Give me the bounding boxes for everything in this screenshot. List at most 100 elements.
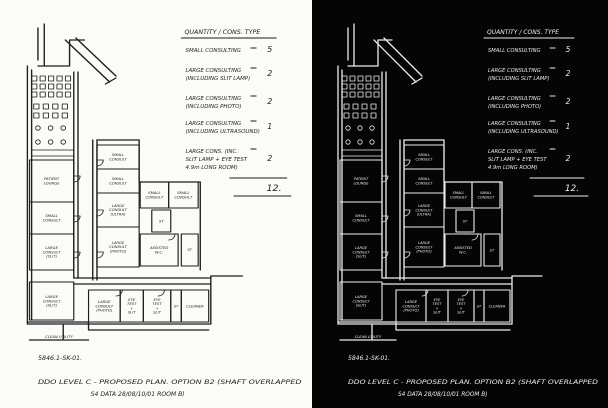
room-label: LARGE	[45, 295, 58, 299]
room-label: CONSULT	[43, 218, 62, 222]
room-label: SMALL	[453, 191, 465, 195]
room-label: TEST	[457, 302, 467, 306]
room-label: W.C.	[459, 250, 467, 254]
room-label: CONSULT	[450, 195, 468, 199]
schedule-total: 12.	[565, 184, 579, 194]
room-label: SLIT	[128, 311, 137, 315]
room-label: LARGE	[418, 204, 431, 208]
floor-plan-sketch-inverted: PATIENTLOUNGESMALLCONSULTLARGECONSULT(SL…	[337, 23, 599, 398]
room-label: CONSULT	[353, 250, 371, 254]
schedule-quantity: 2	[267, 97, 272, 106]
room-label: LOUNGE	[44, 181, 61, 185]
room-label: SMALL	[418, 177, 430, 181]
schedule-quantity: 2	[566, 69, 571, 78]
door-swings	[73, 159, 176, 297]
room-label: CONSULT	[43, 299, 62, 303]
schedule-quantity: 2	[267, 154, 272, 163]
room-label-clean-utility: CLEAN UTILITY	[355, 335, 382, 339]
schedule-header: QUANTITY / CONS. TYPE	[184, 29, 260, 36]
floor-plan-sketch-original: PATIENTLOUNGESMALLCONSULTLARGECONSULT(SL…	[26, 23, 302, 398]
room-label: +	[130, 306, 133, 310]
room-label: (PHOTO)	[110, 250, 127, 254]
door-swings	[381, 159, 479, 297]
schedule-room-type: SLIT LAMP + EYE TEST	[488, 157, 547, 163]
drawing-subtitle: S4 DATA 28/08/10/01 ROOM B)	[398, 392, 487, 398]
drawing-caption: 5846.1-SK-01.DDO LEVEL C - PROPOSED PLAN…	[38, 355, 302, 398]
schedule-quantity: 1	[566, 122, 571, 131]
schedule-header: QUANTITY / CONS. TYPE	[487, 29, 559, 36]
room-label: ST	[477, 304, 482, 308]
room-label: PATIENT	[44, 177, 60, 181]
room-store-3: ST	[473, 289, 485, 323]
schedule-total: 12.	[267, 183, 282, 194]
room-label: LARGE	[45, 246, 58, 250]
schedule-row: LARGE CONSULTING (INCLUDING ULTRASOUND) 1	[488, 120, 571, 135]
room-label: CONSULT	[175, 195, 194, 199]
room-label: LARGE	[355, 295, 368, 299]
room-label: CONSULT	[416, 245, 434, 249]
drawing-title: DDO LEVEL C - PROPOSED PLAN. OPTION B2 (…	[348, 380, 599, 386]
room-label: ST	[187, 248, 192, 252]
room-label: (SLIT)	[356, 255, 367, 259]
room-label: SMALL	[45, 214, 57, 218]
schedule-room-type: LARGE CONSULTING	[488, 121, 541, 127]
room-label: CONSULT	[353, 299, 371, 303]
room-label: SLIT	[153, 311, 162, 315]
schedule-room-type: LARGE CONSULTING	[488, 96, 541, 102]
schedule-quantity: 5	[267, 45, 272, 54]
schedule-row: LARGE CONS. (INC. SLIT LAMP + EYE TEST 4.9…	[488, 148, 571, 171]
room-label: CONSULT	[403, 304, 421, 308]
room-label: TEST	[127, 302, 137, 306]
schedule-row: LARGE CONSULTING(INCLUDING ULTRASOUND)1	[186, 120, 272, 135]
room-label: +	[435, 306, 438, 310]
schedule-room-type: LARGE CONSULTING	[186, 96, 242, 102]
schedule-quantity: 2	[566, 154, 571, 163]
room-label: CLEANER	[489, 304, 506, 308]
room-label: TEST	[433, 302, 443, 306]
room-label: CONSULT	[416, 208, 434, 212]
room-label: EYE	[434, 298, 441, 302]
room-label: SMALL	[177, 191, 189, 195]
drawing-title: DDO LEVEL C - PROPOSED PLAN. OPTION B2 (…	[38, 379, 302, 386]
service-shafts	[341, 75, 383, 157]
room-label: CONSULT	[109, 181, 128, 185]
room-label: ST	[463, 219, 468, 223]
room-label: CONSULT	[43, 250, 62, 254]
room-store-1: ST	[455, 209, 475, 233]
room-cleaner: CLEANER	[483, 289, 511, 323]
room-label: CONSULT	[95, 304, 114, 308]
room-store-2: ST	[483, 233, 501, 267]
room-label: EYE	[128, 298, 136, 302]
room-cleaner: CLEANER	[180, 289, 210, 323]
room-label: CONSULT	[109, 208, 128, 212]
schedule-room-type: (INCLUDING SLIT LAMP)	[186, 76, 251, 82]
room-store-1: ST	[151, 209, 172, 233]
room-label: LOUNGE	[353, 181, 369, 185]
room-label: (PHOTO)	[416, 250, 432, 254]
room-label: CONSULT	[109, 157, 128, 161]
room-label: LARGE	[418, 241, 431, 245]
schedule-room-type: (INCLUDING ULTRASOUND)	[488, 129, 559, 135]
schedule-room-type: 4.9m LONG ROOM)	[488, 165, 538, 171]
room-label: SLIT	[433, 311, 441, 315]
room-label: CONSULT	[109, 245, 128, 249]
schedule-room-type: LARGE CONS. (INC.	[488, 149, 538, 155]
